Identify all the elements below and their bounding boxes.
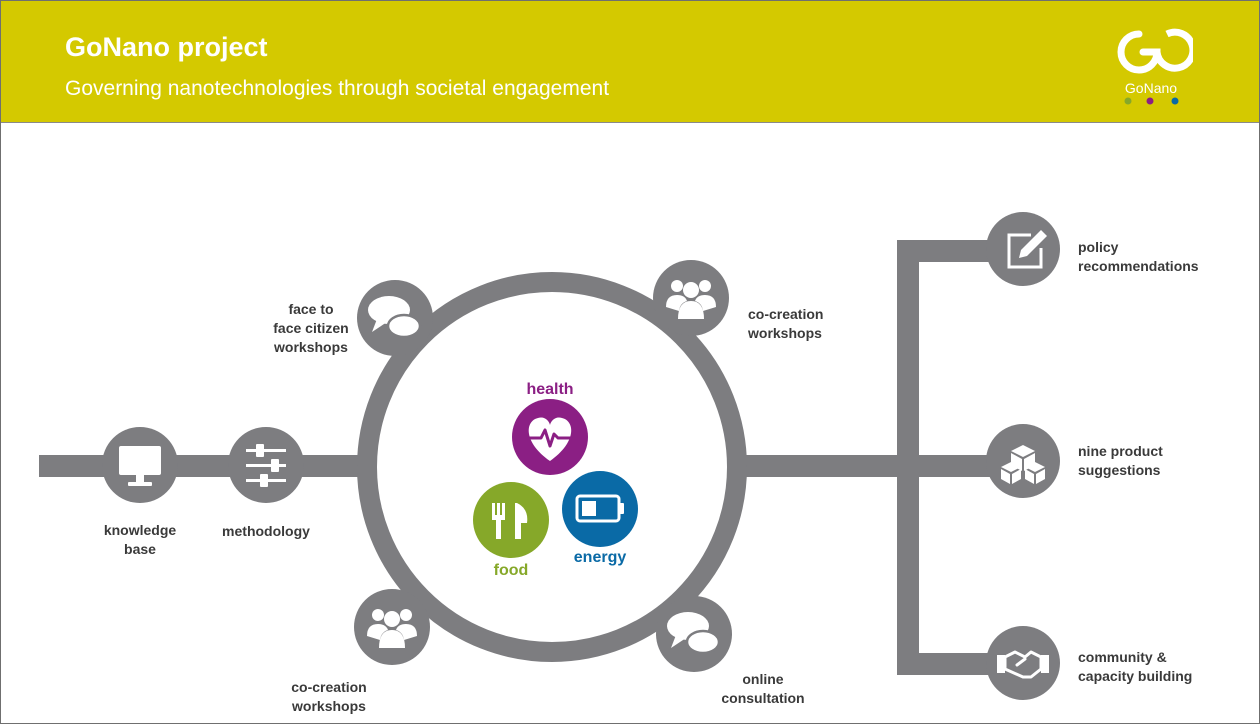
- logo-dot-purple: [1146, 97, 1154, 105]
- input-label-methodology: methodology: [222, 523, 310, 539]
- process-label-co-creation-bottom: co-creation workshops: [291, 679, 367, 714]
- logo-text: GoNano: [1124, 80, 1178, 96]
- input-label-knowledge-base: knowledge base: [103, 522, 177, 557]
- output-label-policy-recommendations: policy recommendations: [1078, 239, 1199, 274]
- sliders-icon: [228, 427, 304, 503]
- monitor-icon: [102, 427, 178, 503]
- fork-knife-icon: [473, 482, 549, 558]
- speech-bubbles-icon: [656, 596, 732, 672]
- speech-bubbles-icon: [357, 280, 433, 356]
- process-label-face-to-face-workshops: face to face citizen workshops: [273, 301, 349, 355]
- theme-label-food: food: [493, 562, 529, 579]
- people-group-icon: [354, 589, 430, 665]
- theme-label-health: health: [526, 381, 574, 398]
- gonano-logo: [1117, 28, 1193, 105]
- page-subtitle: Governing nanotechnologies through socie…: [65, 77, 610, 100]
- heart-rate-icon: [512, 399, 588, 475]
- logo-dot-green: [1124, 97, 1132, 105]
- output-label-community-capacity: community & capacity building: [1078, 649, 1193, 684]
- people-group-icon: [653, 260, 729, 336]
- output-line: [745, 455, 908, 477]
- output-branch-middle: [897, 455, 1007, 477]
- input-line: [39, 455, 359, 477]
- process-label-co-creation-top: co-creation workshops: [748, 306, 824, 341]
- process-label-online-consultation: online consultation: [721, 671, 805, 706]
- pencil-edit-icon: [986, 212, 1060, 286]
- output-branch-bottom: [897, 653, 1007, 675]
- header-bar: GoNano project Governing nanotechnologie…: [1, 1, 1259, 123]
- logo-dot-blue: [1171, 97, 1179, 105]
- cubes-icon: [986, 424, 1060, 498]
- output-label-product-suggestions: nine product suggestions: [1078, 443, 1163, 478]
- handshake-icon: [986, 626, 1060, 700]
- page-title: GoNano project: [65, 32, 268, 62]
- theme-label-energy: energy: [573, 549, 627, 566]
- central-ring: [357, 272, 747, 662]
- output-branch-top: [897, 240, 1007, 262]
- battery-icon: [562, 471, 638, 547]
